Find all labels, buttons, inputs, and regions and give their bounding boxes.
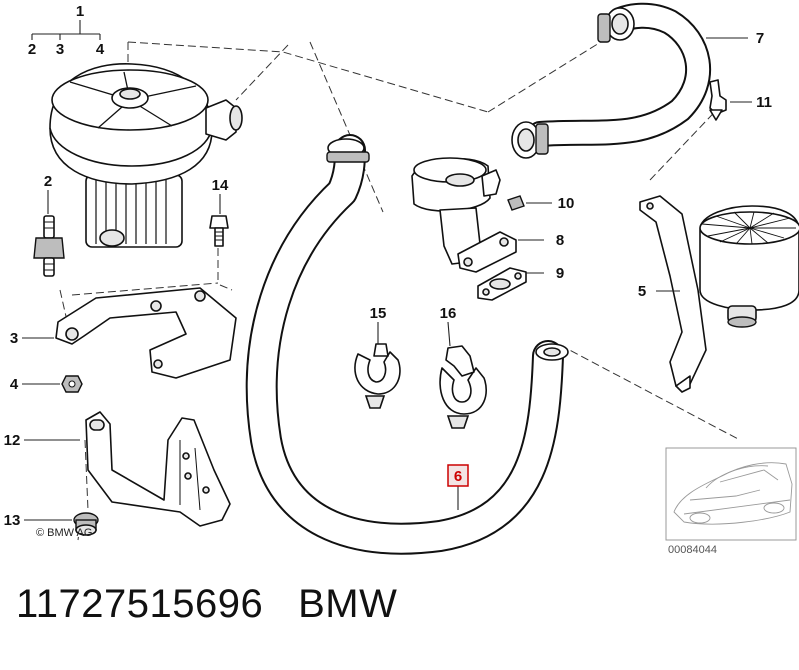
callout-4: 4 — [10, 376, 19, 393]
callout-6-highlight — [447, 464, 469, 487]
callout-2-top: 2 — [28, 41, 36, 58]
callout-14: 14 — [212, 177, 229, 194]
nut-part-4 — [61, 375, 83, 393]
air-filter-part-5 — [639, 195, 799, 393]
callout-4-top: 4 — [96, 41, 105, 58]
copyright-notice: © BMW AG — [36, 527, 92, 539]
bolt-part-14 — [209, 215, 229, 247]
car-outline-icon — [673, 462, 793, 525]
image-id-text: 00084044 — [668, 544, 717, 556]
callout-1: 1 — [76, 3, 84, 20]
callout-6: 6 — [454, 468, 462, 485]
clamp-part-15 — [354, 343, 401, 409]
callout-10: 10 — [558, 195, 575, 212]
hose-part-7 — [511, 2, 711, 159]
bracket-part-3 — [55, 287, 237, 379]
callout-11: 11 — [756, 94, 772, 111]
vehicle-thumbnail: 00084044 — [665, 447, 797, 556]
callout-5: 5 — [638, 283, 646, 300]
callout-12: 12 — [4, 432, 21, 449]
copyright-text: © BMW AG — [36, 527, 92, 539]
hose-part-6 — [245, 134, 569, 555]
bracket-part-12 — [85, 411, 231, 527]
leader-lines — [22, 20, 752, 521]
gasket-part-9 — [477, 267, 527, 301]
rubber-mount-part-2 — [33, 215, 65, 277]
callout-3-top: 3 — [56, 41, 64, 58]
part-number-text: 11727515696 — [16, 582, 264, 626]
callout-3: 3 — [10, 330, 18, 347]
callout-2: 2 — [44, 173, 52, 190]
push-rivet-part-11 — [709, 79, 727, 121]
callout-8: 8 — [556, 232, 564, 249]
part-number-footer: 11727515696 BMW — [16, 582, 397, 627]
callout-16: 16 — [440, 305, 457, 322]
air-pump-part-1 — [49, 63, 243, 248]
callout-labels: 1 2 3 4 2 14 3 4 12 13 15 16 6 7 11 10 8… — [4, 3, 772, 529]
grommet-part-13 — [73, 512, 99, 536]
callout-15: 15 — [370, 305, 387, 322]
valve-part-8 — [411, 157, 517, 273]
callout-13: 13 — [4, 512, 21, 529]
o-ring-part-10 — [507, 195, 525, 211]
callout-7: 7 — [756, 30, 764, 47]
brand-text: BMW — [298, 582, 398, 626]
callout-9: 9 — [556, 265, 564, 282]
clamp-part-16 — [439, 345, 488, 429]
